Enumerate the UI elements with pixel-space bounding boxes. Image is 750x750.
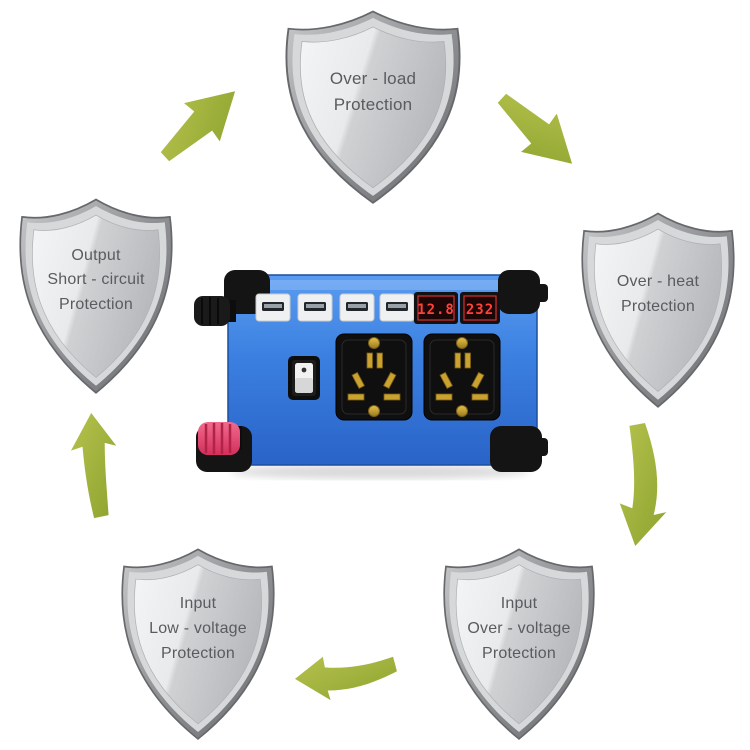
cycle-arrow-down-icon [608,422,678,548]
device-shadow [230,465,530,479]
shield-label-line: Over - load [329,68,417,88]
shield-badge-icon [121,548,275,740]
usb-port-2 [297,293,333,322]
ac-voltage-display: 232 [460,292,500,324]
switch-marker-dot [301,367,307,373]
shield-label-line: Input [179,594,217,612]
dc-voltage-value: 12.8 [417,302,455,318]
shield-input-over-voltage-protection: Input Over - voltage Protection [436,546,602,744]
shield-label: Output Short - circuit Protection [24,230,169,331]
mount-tab-top [536,284,548,302]
shield-label-line: Protection [481,644,557,662]
inverter-graphic: 12.8 232 [194,270,548,479]
cycle-arrow-down-right-icon [483,78,591,184]
dc-voltage-display: 12.8 [414,292,458,324]
shield-label-line: Protection [333,95,413,114]
dc-terminal-black [194,296,236,326]
shield-label-line: Protection [160,644,236,662]
shield-overheat-protection: Over - heat Protection [574,210,742,412]
corner-bumper-top-right [498,270,540,314]
cycle-arrow-up-right-icon [146,71,254,177]
ac-voltage-value: 232 [466,302,494,318]
shield-label-line: Output [71,246,121,264]
body-highlight [236,280,530,290]
shield-label-line: Input [500,594,538,612]
shield-overload-protection: Over - load Protection [277,8,469,208]
cycle-arrow-up-icon [70,410,124,522]
usb-ports [255,293,415,322]
shield-input-low-voltage-protection: Input Low - voltage Protection [114,546,282,744]
ac-socket-left [335,333,413,421]
shield-label-line: Low - voltage [149,619,247,637]
shield-label-line: Over - heat [616,273,700,291]
inverter-device: 12.8 232 [190,260,550,482]
shield-label-line: Short - circuit [47,271,145,289]
shield-badge-icon [581,212,735,408]
dc-terminal-pink [198,422,242,455]
shield-label: Input Over - voltage Protection [448,580,591,679]
shield-badge-icon [443,548,595,740]
shield-label: Input Low - voltage Protection [126,580,271,679]
shield-output-short-circuit-protection: Output Short - circuit Protection [12,196,180,398]
shield-badge-icon [19,198,173,394]
cycle-arrow-left-icon [292,652,398,702]
usb-port-3 [339,293,375,322]
shield-badge-icon [285,10,461,204]
shield-label-line: Protection [58,296,134,314]
power-switch [288,356,320,400]
corner-bumper-bottom-right [490,426,542,472]
usb-port-1 [255,293,291,322]
shield-label: Over - load Protection [290,42,455,142]
usb-port-4 [379,293,415,322]
shield-label-line: Protection [620,297,696,315]
shield-label-line: Over - voltage [467,619,571,637]
ac-socket-right [423,333,501,421]
shield-label: Over - heat Protection [586,244,731,345]
mount-tab-bottom [536,438,548,456]
